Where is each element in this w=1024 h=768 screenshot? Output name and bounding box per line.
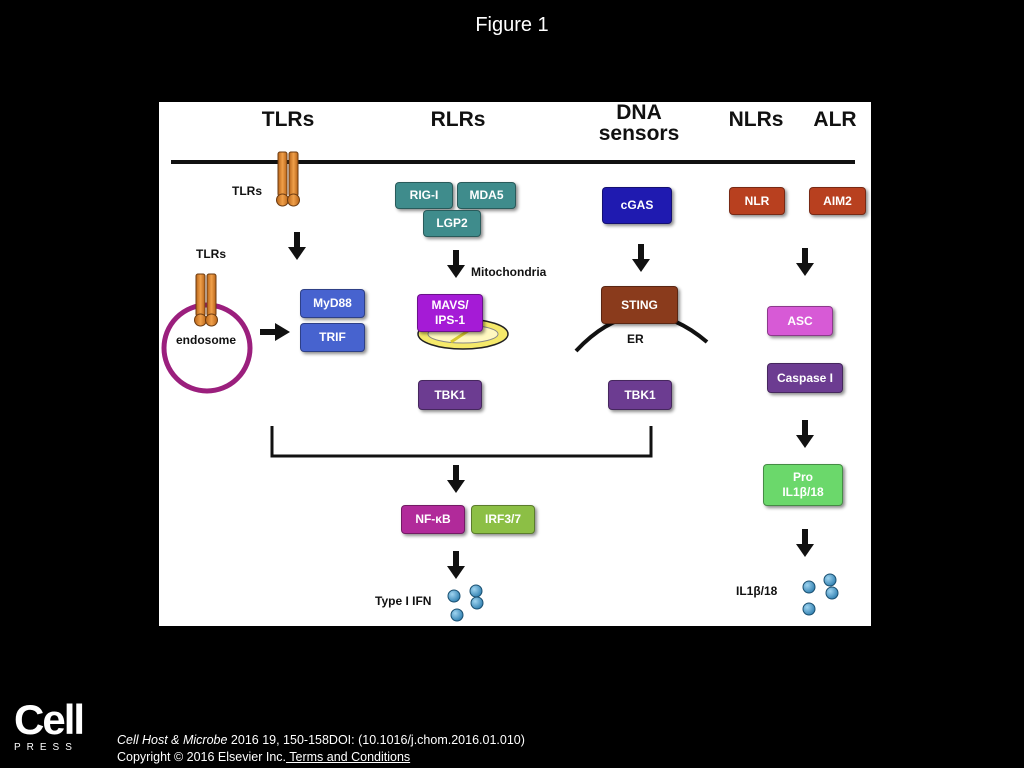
arrow-down-cgas	[632, 244, 650, 272]
box-pro-il1b18: Pro IL1β/18	[763, 464, 843, 506]
header-dna-line2: sensors	[598, 122, 680, 145]
box-tbk1-dna: TBK1	[608, 380, 672, 410]
label-er: ER	[627, 332, 644, 346]
box-mavs-line2: IPS-1	[434, 313, 465, 327]
label-il1b18: IL1β/18	[736, 584, 778, 598]
surface-tlr-receptor-icon	[276, 151, 300, 207]
arrow-down-tlr	[288, 232, 306, 260]
arrow-down-pro	[796, 529, 814, 557]
box-nlr: NLR	[729, 187, 785, 215]
diagram-panel: TLRs RLRs DNA sensors NLRs ALR TLRs TLRs…	[159, 102, 871, 626]
header-nlrs: NLRs	[728, 108, 784, 131]
footer-citation-block: Cell Host & Microbe 2016 19, 150-158DOI:…	[117, 732, 525, 766]
endosome-tlr-receptor-icon	[194, 273, 218, 327]
arrows	[260, 232, 814, 579]
logo-cell-text: Cell	[14, 696, 85, 743]
box-trif: TRIF	[300, 323, 365, 352]
arrow-down-nfkb	[447, 551, 465, 579]
box-asc: ASC	[767, 306, 833, 336]
box-cgas: cGAS	[602, 187, 672, 224]
header-tlrs: TLRs	[261, 108, 315, 131]
box-rig-i: RIG-I	[395, 182, 453, 209]
label-mitochondria: Mitochondria	[471, 265, 547, 279]
box-mda5: MDA5	[457, 182, 516, 209]
box-sting: STING	[601, 286, 678, 324]
merge-bracket	[270, 426, 653, 458]
label-tlrs-endosome: TLRs	[196, 247, 226, 261]
copyright-text: Copyright © 2016 Elsevier Inc.	[117, 750, 287, 764]
label-tlrs-surface: TLRs	[232, 184, 262, 198]
header-dna-sensors: DNA sensors	[589, 102, 689, 144]
arrow-down-bracket	[447, 465, 465, 493]
box-aim2: AIM2	[809, 187, 866, 215]
box-pro-line2: IL1β/18	[782, 485, 824, 499]
box-lgp2: LGP2	[423, 210, 481, 237]
cell-press-logo: Cell PRESS	[14, 696, 85, 754]
box-myd88: MyD88	[300, 289, 365, 318]
header-rlrs: RLRs	[430, 108, 486, 131]
header-dna-line1: DNA	[616, 102, 662, 124]
box-mavs-ips1: MAVS/ IPS-1	[417, 294, 483, 332]
journal-name: Cell Host & Microbe	[117, 733, 228, 747]
figure-title: Figure 1	[475, 14, 549, 36]
label-type1-ifn: Type I IFN	[375, 594, 432, 608]
box-pro-line1: Pro	[792, 470, 813, 484]
header-alr: ALR	[813, 108, 857, 131]
arrow-down-rlr	[447, 250, 465, 278]
arrow-down-nlr	[796, 248, 814, 276]
box-irf3-7: IRF3/7	[471, 505, 535, 534]
box-mavs-line1: MAVS/	[431, 298, 469, 312]
logo-press-text: PRESS	[14, 742, 78, 753]
box-tbk1-rlr: TBK1	[418, 380, 482, 410]
il1b18-molecules-icon	[802, 573, 839, 616]
citation-text: 2016 19, 150-158DOI: (10.1016/j.chom.201…	[227, 733, 525, 747]
diagram-graphics	[161, 151, 855, 622]
terms-and-conditions-link[interactable]: Terms and Conditions	[286, 750, 411, 764]
box-caspase-i: Caspase I	[767, 363, 843, 393]
arrow-down-caspase	[796, 420, 814, 448]
copyright-line: Copyright © 2016 Elsevier Inc. Terms and…	[117, 749, 525, 766]
arrow-right-endosome	[260, 323, 290, 341]
box-nf-kb: NF-κB	[401, 505, 465, 534]
type1-ifn-molecules-icon	[447, 584, 484, 622]
citation-line: Cell Host & Microbe 2016 19, 150-158DOI:…	[117, 732, 525, 749]
label-endosome: endosome	[176, 333, 237, 347]
